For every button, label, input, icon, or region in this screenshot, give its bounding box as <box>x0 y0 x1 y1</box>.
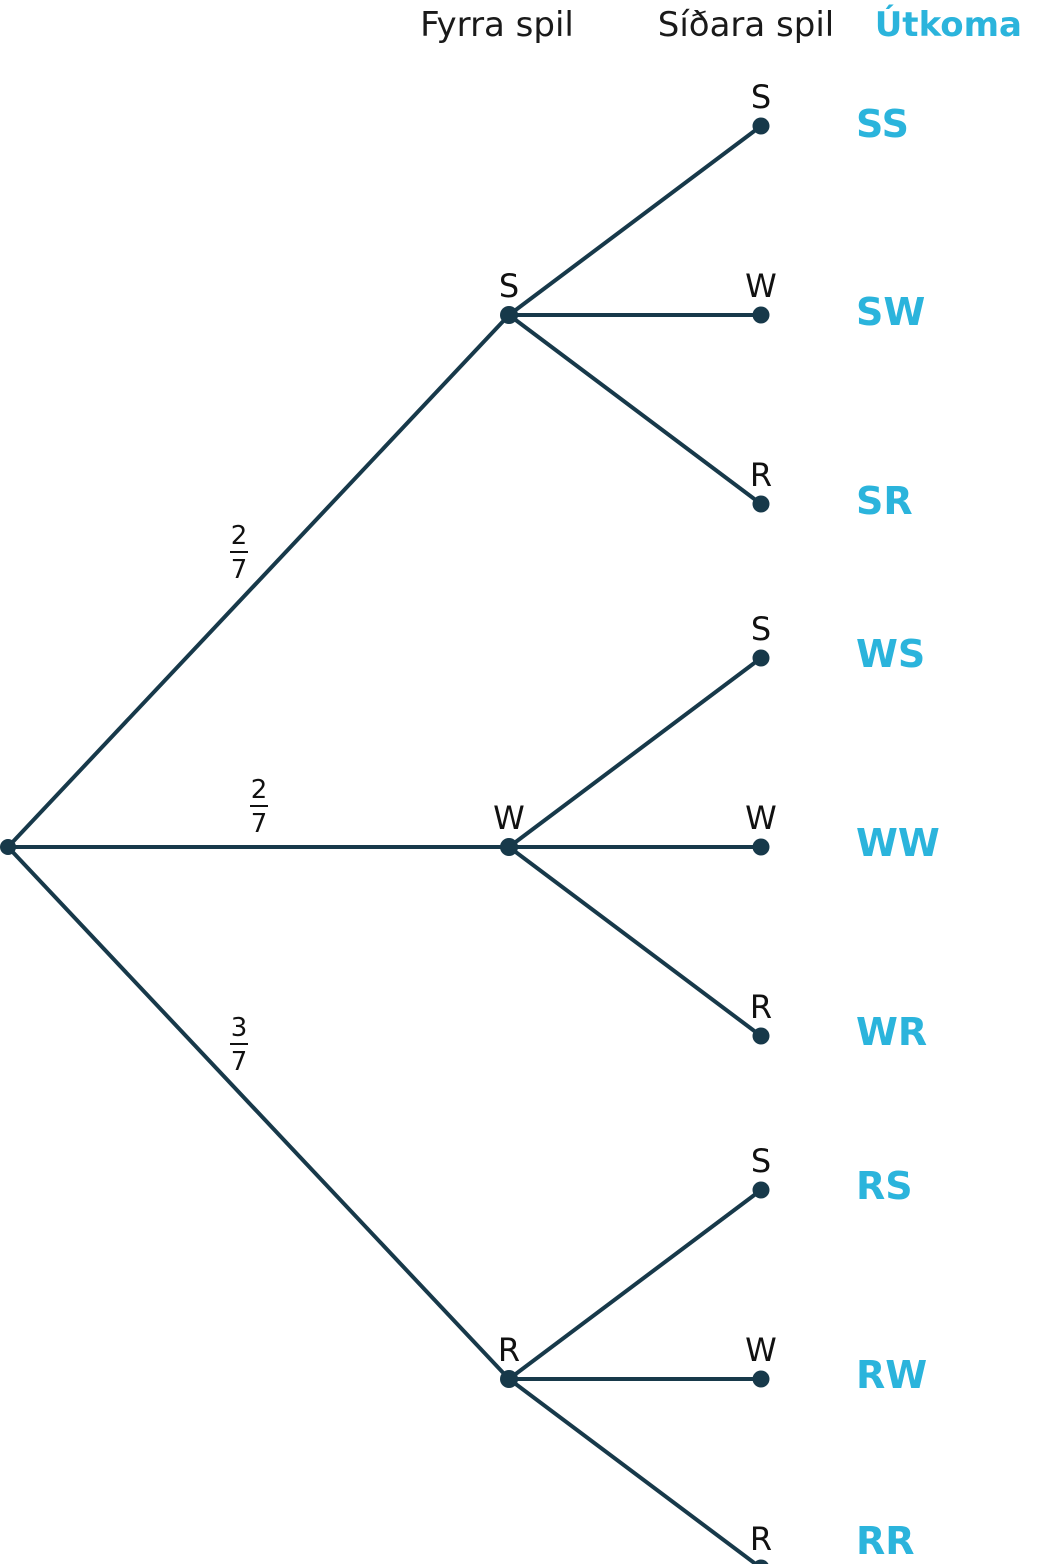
tree-edge-second-RR <box>507 1377 759 1564</box>
outcome-label: WS <box>856 632 925 676</box>
first-card-label: R <box>498 1331 520 1369</box>
second-card-label: S <box>751 1142 771 1180</box>
tree-edges <box>6 124 763 1564</box>
second-card-label: R <box>750 456 772 494</box>
second-card-label: W <box>745 267 777 305</box>
tree-node-second <box>752 838 770 856</box>
tree-nodes <box>0 117 770 1564</box>
tree-root-node <box>0 839 16 855</box>
outcome-label: RW <box>856 1353 927 1397</box>
tree-node-first <box>500 838 518 856</box>
first-card-label: S <box>499 267 519 305</box>
probability-numerator: 2 <box>231 521 248 551</box>
probability-numerator: 3 <box>231 1013 248 1043</box>
outcome-label: RR <box>856 1519 915 1563</box>
outcome-label: WW <box>856 821 940 865</box>
tree-node-first <box>500 1370 518 1388</box>
tree-node-second <box>752 306 770 324</box>
second-card-label: W <box>745 799 777 837</box>
header-first-card: Fyrra spil <box>420 5 574 45</box>
outcome-label: WR <box>856 1010 927 1054</box>
tree-edge-second-WS <box>507 656 763 849</box>
first-card-label: W <box>493 799 525 837</box>
tree-edge-first-R <box>6 845 511 1381</box>
tree-node-first <box>500 306 518 324</box>
outcome-label: SS <box>856 102 909 146</box>
probability-numerator: 2 <box>251 775 268 805</box>
tree-node-second <box>753 1559 769 1564</box>
outcome-label: RS <box>856 1164 913 1208</box>
tree-node-second <box>752 117 770 135</box>
tree-edge-second-RS <box>507 1188 763 1381</box>
header-second-card: Síðara spil <box>658 5 834 45</box>
tree-edge-second-WR <box>507 845 763 1038</box>
second-card-label: S <box>751 610 771 648</box>
tree-node-second <box>752 1027 770 1045</box>
tree-edge-second-SS <box>507 124 763 317</box>
tree-edge-second-SR <box>507 313 763 506</box>
outcome-label: SR <box>856 479 913 523</box>
second-card-label: W <box>745 1331 777 1369</box>
header-outcome: Útkoma <box>875 4 1022 45</box>
tree-node-second <box>752 649 770 667</box>
tree-node-second <box>752 1181 770 1199</box>
second-card-label: R <box>750 1520 772 1558</box>
outcome-label: SW <box>856 290 925 334</box>
probability-denominator: 7 <box>231 555 248 585</box>
tree-edge-first-S <box>6 313 511 849</box>
second-card-label: S <box>751 78 771 116</box>
probability-denominator: 7 <box>251 809 268 839</box>
tree-node-second <box>752 1370 770 1388</box>
tree-node-second <box>752 495 770 513</box>
probability-denominator: 7 <box>231 1047 248 1077</box>
second-card-label: R <box>750 988 772 1026</box>
